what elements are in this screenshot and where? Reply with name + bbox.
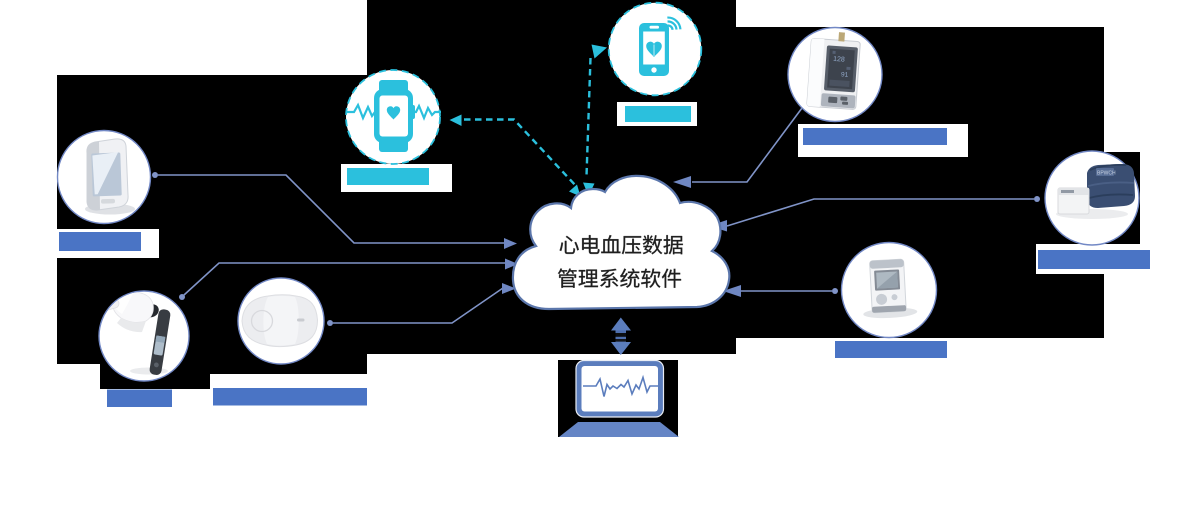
- svg-text:128: 128: [833, 56, 845, 64]
- svg-text:91: 91: [841, 71, 849, 79]
- svg-text:BPWCH: BPWCH: [1097, 171, 1116, 177]
